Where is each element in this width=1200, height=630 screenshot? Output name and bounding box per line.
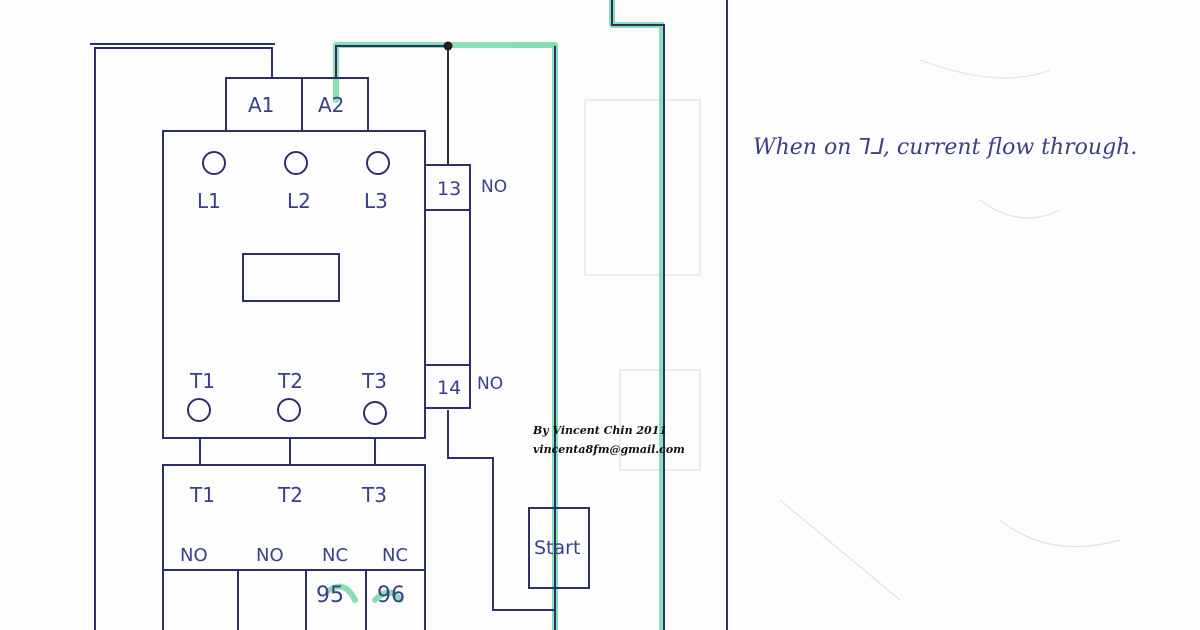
aux-14-label: 14 [437, 377, 461, 399]
terminal-l2-label: L2 [287, 189, 311, 213]
terminal-t3-circle [363, 401, 387, 425]
overload-contact-3: NC [322, 545, 348, 566]
aux-14-type: NO [477, 374, 503, 394]
line-terminal-circles [202, 151, 390, 175]
terminal-l1-label: L1 [197, 189, 221, 213]
credit-author: By Vincent Chin 2011 [532, 424, 667, 437]
junction-dot [443, 41, 453, 51]
start-button-box [528, 507, 590, 589]
wire-left-loop [94, 47, 273, 630]
wire-a2-to-node [335, 45, 448, 78]
terminal-t3-label: T3 [361, 369, 387, 393]
start-button-label: Start [534, 537, 580, 559]
coil-a1-label: A1 [248, 93, 274, 117]
aux-contact-block [424, 164, 471, 409]
overload-96-label: 96 [377, 583, 405, 608]
terminal-l3-label: L3 [364, 189, 388, 213]
terminal-t2-label: T2 [277, 369, 303, 393]
overload-contact-1: NO [180, 545, 208, 566]
aux-13-type: NO [481, 177, 507, 197]
terminal-t2-circle [277, 398, 301, 422]
connector-pins [199, 438, 376, 465]
overload-relay [162, 464, 426, 630]
overload-t3-label: T3 [361, 483, 387, 507]
terminal-l3-circle [366, 151, 390, 175]
overload-t1-label: T1 [189, 483, 215, 507]
wire-14-to-start [447, 410, 555, 611]
overload-contact-4: NC [382, 545, 408, 566]
contactor-window [242, 253, 340, 302]
aux-13-label: 13 [437, 178, 461, 200]
overload-t2-label: T2 [277, 483, 303, 507]
current-flow-highlight [327, 0, 665, 630]
load-terminal-circles [187, 398, 387, 425]
credit-email: vincenta8fm@gmail.com [533, 443, 685, 456]
terminal-l1-circle [202, 151, 226, 175]
background-marks [584, 59, 1121, 601]
terminal-t1-label: T1 [189, 369, 215, 393]
overload-contact-2: NO [256, 545, 284, 566]
terminal-t1-circle [187, 398, 211, 422]
terminal-l2-circle [284, 151, 308, 175]
overload-95-label: 95 [316, 583, 344, 608]
coil-a2-label: A2 [318, 93, 344, 117]
wire-far-rail [611, 0, 665, 630]
note-text: When on ⅂⅃, current flow through. [753, 135, 1137, 160]
wiring [90, 0, 728, 630]
